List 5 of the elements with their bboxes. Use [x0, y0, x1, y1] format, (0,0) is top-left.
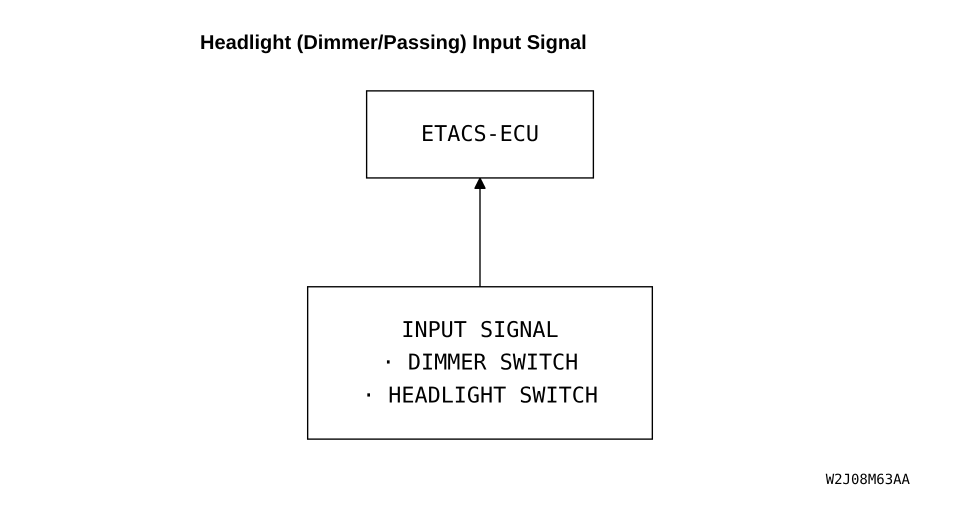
diagram-title: Headlight (Dimmer/Passing) Input Signal	[200, 32, 587, 55]
node-box: INPUT SIGNAL · DIMMER SWITCH · HEADLIGHT SWITCH	[306, 286, 654, 440]
arrow	[474, 177, 486, 287]
node-box: ETACS-ECU	[366, 90, 594, 179]
figure-code: W2J08M63AA	[826, 472, 910, 488]
